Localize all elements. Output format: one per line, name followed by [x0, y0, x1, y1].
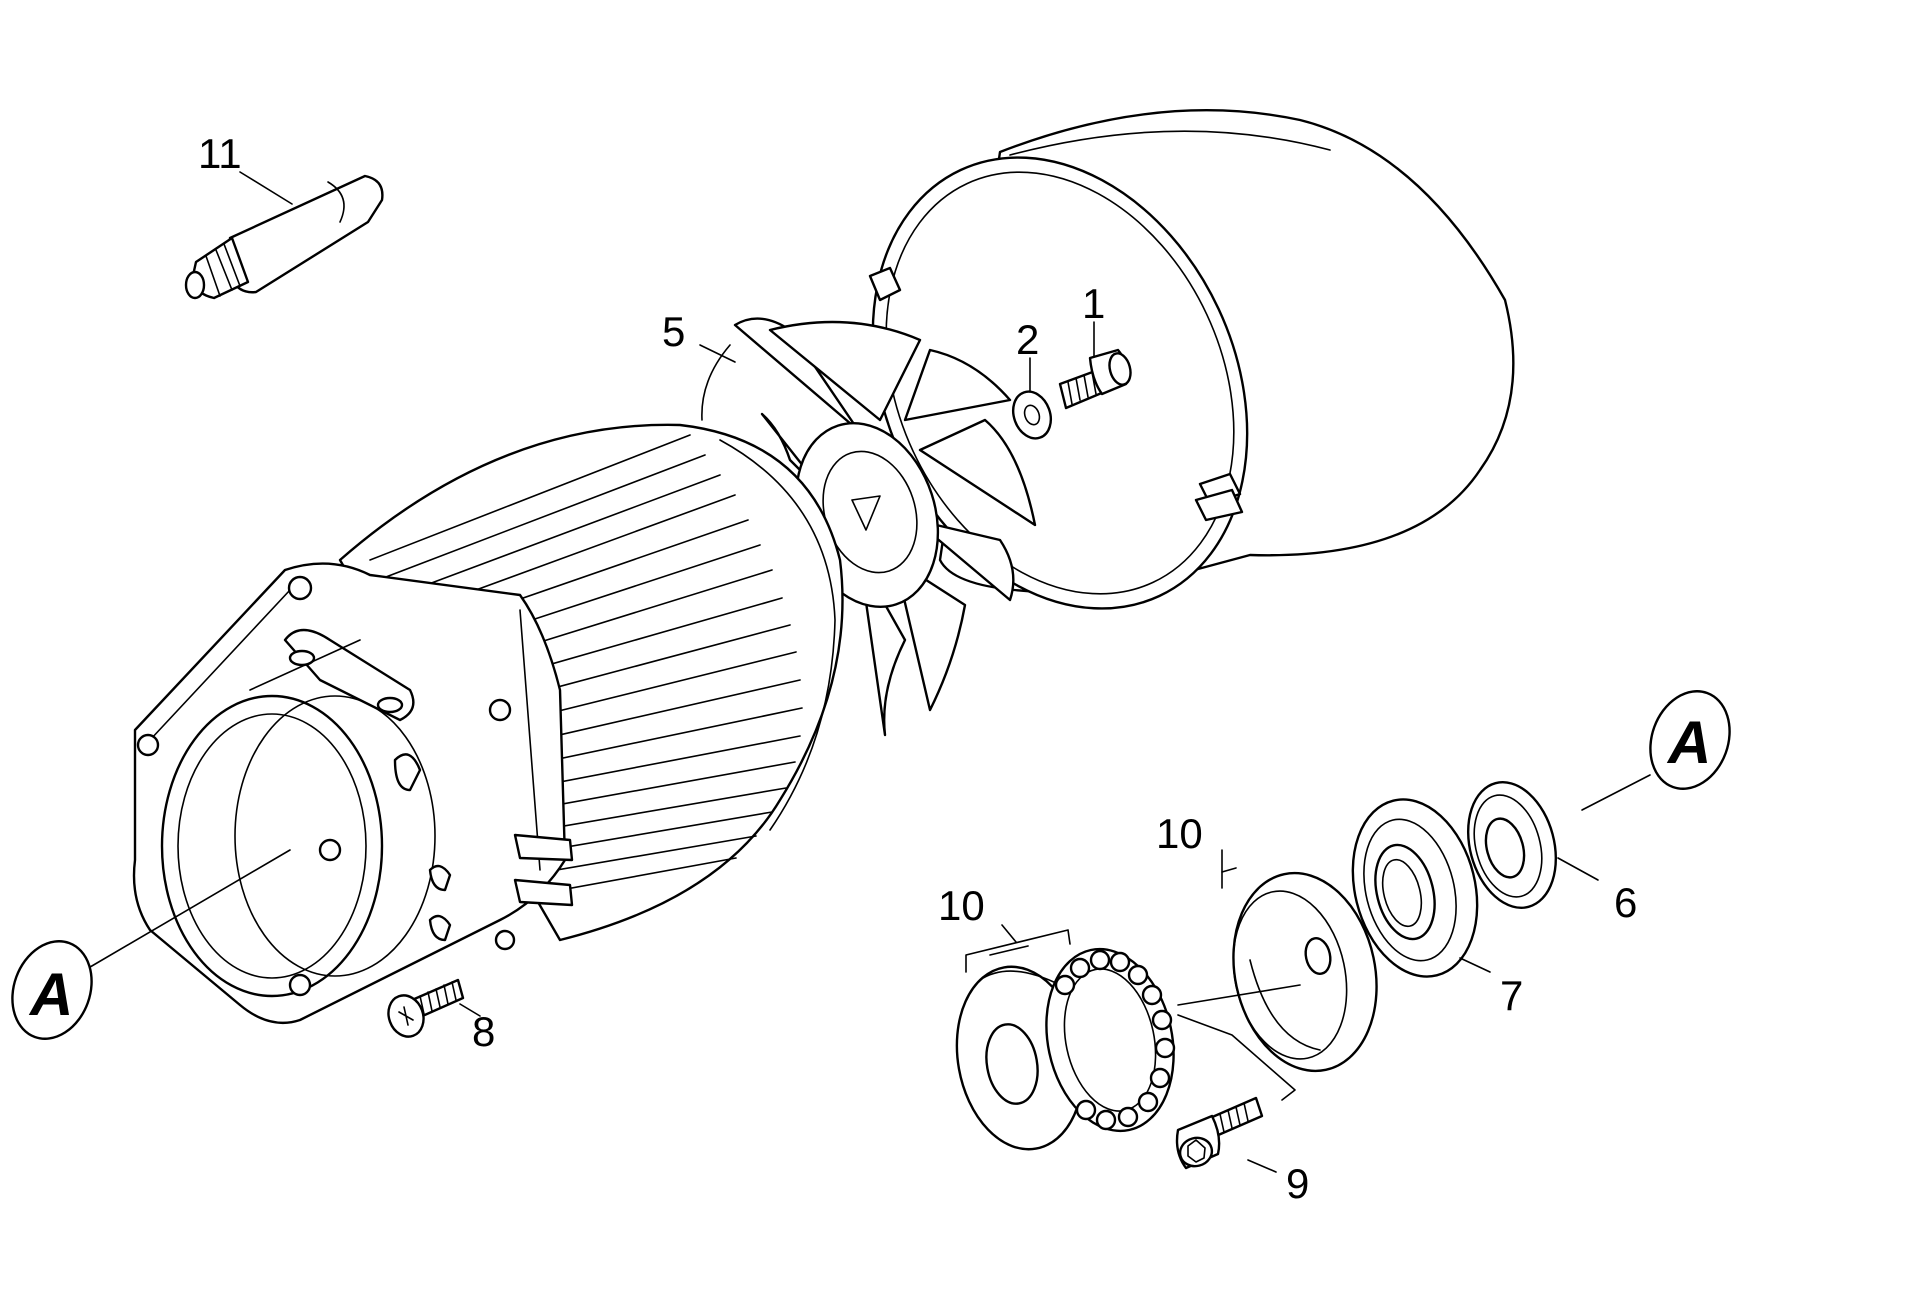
callout-5: 5 — [662, 308, 685, 355]
motor-housing — [132, 423, 844, 1024]
grease-tube-part-11 — [184, 174, 384, 300]
marker-a-right-letter: A — [1666, 709, 1711, 776]
leader-lines — [84, 171, 1651, 1173]
marker-a-left-letter: A — [28, 961, 73, 1028]
ball-bearing-part-7 — [1351, 798, 1479, 978]
callout-10-left: 10 — [938, 882, 985, 929]
screw-part-9 — [1175, 1096, 1264, 1170]
callout-6: 6 — [1614, 879, 1637, 926]
callout-7: 7 — [1500, 972, 1523, 1019]
callout-10-right: 10 — [1156, 810, 1203, 857]
marker-a-right: A — [1649, 690, 1731, 790]
callout-1: 1 — [1082, 280, 1105, 327]
callout-8: 8 — [472, 1008, 495, 1055]
washer-part-2 — [1011, 390, 1053, 440]
shaft-seal-part-6 — [1466, 781, 1558, 909]
swash-plate-part-10 — [1232, 871, 1378, 1073]
screw-part-1 — [1058, 348, 1132, 410]
screw-part-8 — [387, 978, 465, 1038]
callout-9: 9 — [1286, 1160, 1309, 1207]
thrust-bearing-cage-part-10 — [1045, 947, 1176, 1133]
callout-11: 11 — [198, 130, 242, 177]
marker-a-left: A — [11, 940, 93, 1040]
callout-2: 2 — [1016, 316, 1039, 363]
